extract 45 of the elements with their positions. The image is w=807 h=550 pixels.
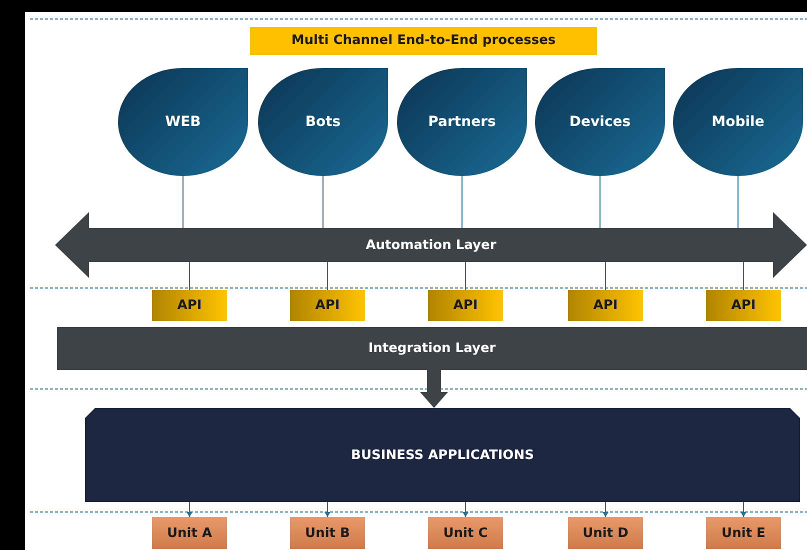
thick-arrow — [420, 370, 448, 408]
api-box — [290, 290, 365, 321]
node-label: BUSINESS APPLICATIONS — [351, 448, 534, 462]
node-label: Partners — [428, 114, 496, 130]
api-box — [152, 290, 227, 321]
connector-line — [182, 176, 184, 228]
node-label: API — [593, 298, 618, 313]
api-box — [706, 290, 781, 321]
unit-box — [152, 517, 227, 549]
application-block — [85, 408, 800, 502]
layer-bar — [57, 327, 807, 370]
node-label: Unit D — [582, 526, 628, 540]
arrow — [324, 502, 330, 518]
connector-line — [743, 262, 744, 290]
node-label: Mobile — [712, 114, 764, 130]
connector-line — [189, 262, 190, 290]
arrow — [462, 502, 468, 518]
unit-box — [290, 517, 365, 549]
node-label: Devices — [569, 114, 631, 130]
node-label: API — [177, 298, 202, 313]
unit-box — [428, 517, 503, 549]
node-label: Bots — [305, 114, 341, 130]
connector-line — [605, 262, 606, 290]
arrow — [602, 502, 608, 518]
arrow — [740, 502, 746, 518]
node-label: API — [453, 298, 478, 313]
api-box — [568, 290, 643, 321]
arrow — [186, 502, 192, 518]
node-label: Unit B — [305, 526, 350, 540]
connector-line — [322, 176, 324, 228]
node-label: Automation Layer — [366, 238, 496, 252]
connector-line — [465, 262, 466, 290]
double-arrow-band — [55, 212, 807, 278]
node-label: API — [731, 298, 756, 313]
unit-box — [706, 517, 781, 549]
node-label: Unit C — [443, 526, 488, 540]
node-label: Unit E — [722, 526, 766, 540]
node-label: WEB — [165, 114, 201, 130]
unit-box — [568, 517, 643, 549]
title-banner: Multi Channel End-to-End processes — [250, 27, 597, 55]
api-box — [428, 290, 503, 321]
node-label: Unit A — [166, 526, 212, 540]
connector-line — [327, 262, 328, 290]
node-label: API — [315, 298, 340, 313]
node-label: Integration Layer — [368, 341, 496, 356]
